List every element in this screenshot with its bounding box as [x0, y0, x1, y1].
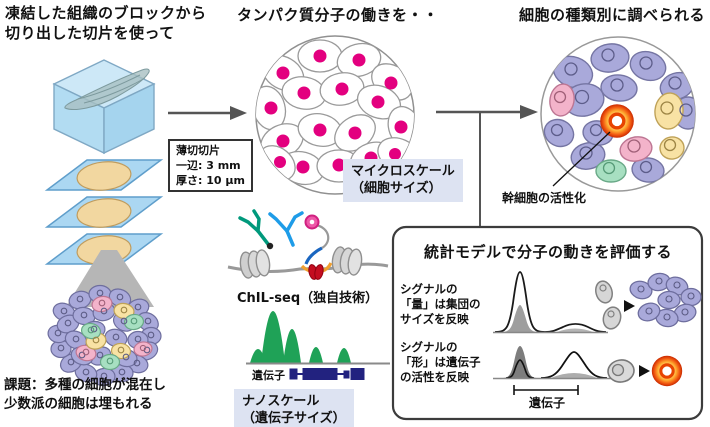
signal-amount-line2: 「量」は集団の [400, 297, 481, 311]
micro-scale-line1: マイクロスケール [351, 164, 455, 179]
nano-scale-line2: （遺伝子サイズ） [242, 411, 346, 426]
problem-line1: 課題：多種の細胞が混在し [4, 377, 166, 393]
probe-bead-icon [304, 214, 320, 230]
signal-amount-line3: サイズを反映 [400, 312, 469, 326]
header-frozen-block-line1: 凍結した組織のブロックから [5, 4, 207, 22]
stem-cell-pointer-line [552, 131, 611, 187]
frozen-tissue-block [52, 59, 156, 155]
nucleosome-left-icon [238, 248, 272, 280]
shape-signal-curves [493, 346, 612, 395]
slice-spec-side: 一辺: 3 mm [176, 159, 241, 172]
tether-gray-strand [315, 223, 330, 249]
antibody-tag-dot [266, 242, 274, 250]
tissue-section-circle [255, 35, 415, 195]
activated-cell-result-icon [650, 354, 684, 388]
chil-seq-illustration [227, 209, 389, 280]
nano-scale-line1: ナノスケール [242, 394, 320, 409]
tether-blue-strand [304, 246, 323, 265]
result-arrow-2-icon [639, 365, 650, 377]
signal-shape-line2: 「形」は遺伝子 [400, 355, 481, 369]
amount-signal-curves [493, 271, 608, 334]
header-frozen-block: 凍結した組織のブロックから 切り出した切片を使って [5, 3, 207, 43]
micro-scale-line2: （細胞サイズ） [351, 181, 442, 196]
result-arrow-1-icon [624, 300, 635, 312]
mixed-cell-cluster [47, 284, 162, 387]
header-protein-activity: タンパク質分子の働きを・・ [237, 6, 439, 24]
tissue-specimen [64, 68, 150, 110]
stats-gene-axis-label: 遺伝子 [528, 396, 565, 410]
flow-arrow-1-icon [168, 106, 247, 120]
slice-spec-title: 薄切切片 [176, 144, 220, 157]
slice-spec-box: 薄切切片 一辺: 3 mm 厚さ: 10 μm [168, 139, 253, 192]
protein-nuclei-dots [264, 49, 408, 174]
blue-antibody-icon [268, 211, 304, 247]
stem-cell-activation-label: 幹細胞の活性化 [502, 191, 587, 205]
micro-scale-label: マイクロスケール （細胞サイズ） [343, 159, 463, 202]
signal-peaks-track [246, 311, 390, 365]
gene-model [289, 368, 365, 380]
target-protein-icon [308, 264, 324, 280]
cell-type-circle [540, 36, 696, 192]
signal-amount-line1: シグナルの [400, 282, 458, 296]
header-frozen-block-line2: 切り出した切片を使って [5, 24, 175, 42]
gene-extent-bracket [513, 385, 579, 395]
activated-stem-cell-icon [598, 102, 636, 140]
gene-track-label: 遺伝子 [252, 369, 285, 382]
header-by-cell-type: 細胞の種類別に調べられる [519, 6, 706, 24]
problem-line2: 少数派の細胞は埋もれる [4, 396, 153, 412]
signal-shape-line1: シグナルの [400, 340, 458, 354]
signal-amount-note: シグナルの 「量」は集団の サイズを反映 [400, 282, 481, 327]
small-gray-cells [595, 280, 622, 330]
quiescent-cell-icon [607, 359, 635, 383]
expanded-cell-population [629, 272, 702, 328]
chil-seq-label: ChIL-seq（独自技術） [237, 291, 379, 306]
nucleosome-right-icon [330, 245, 364, 277]
green-antibody-icon [238, 209, 270, 246]
stats-panel-title: 統計モデルで分子の動きを評価する [423, 243, 672, 261]
signal-shape-line3: の活性を反映 [400, 370, 469, 384]
tissue-slices [44, 159, 164, 265]
signal-shape-note: シグナルの 「形」は遺伝子 の活性を反映 [400, 340, 481, 385]
slice-spec-thickness: 厚さ: 10 μm [176, 174, 245, 187]
flow-arrow-2-icon [436, 105, 538, 227]
nano-scale-label: ナノスケール （遺伝子サイズ） [234, 389, 354, 427]
problem-note: 課題：多種の細胞が混在し 少数派の細胞は埋もれる [4, 376, 166, 414]
